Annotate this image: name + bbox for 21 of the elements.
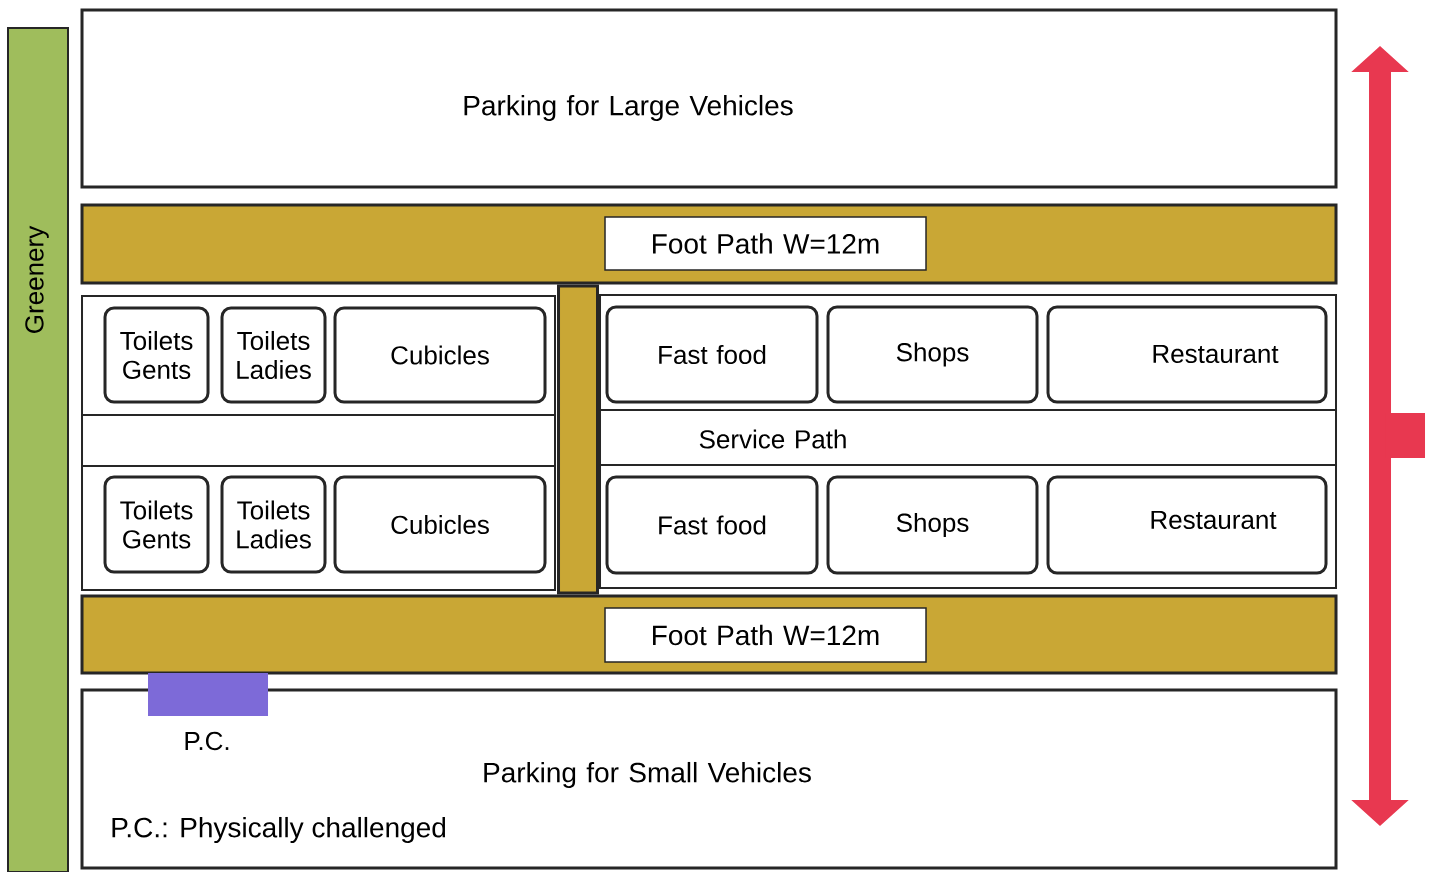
- greenery-strip: Greenery: [7, 27, 69, 872]
- marker-caption: P.C.: [185, 731, 229, 751]
- stall-box: Toilets Ladies: [220, 306, 327, 404]
- pc-marker: [148, 673, 268, 716]
- stall-box: Toilets Gents: [103, 306, 210, 404]
- service-path: Service Path: [599, 409, 1337, 466]
- stall-box: Restaurant: [1046, 305, 1328, 404]
- stall-box: Toilets Ladies: [220, 475, 327, 574]
- footpath-band: [557, 284, 599, 595]
- block-outline: [81, 414, 556, 467]
- stall-box: Toilets Gents: [103, 475, 210, 574]
- parking-area: Parking for Large Vehicles: [80, 8, 1338, 189]
- stall-box: Shops: [826, 305, 1039, 404]
- stall-box: Fast food: [605, 475, 819, 575]
- stall-box: Shops: [826, 475, 1039, 575]
- stall-box: Restaurant: [1046, 475, 1328, 575]
- footpath-label: Foot Path W=12m: [604, 216, 927, 271]
- stall-box: Cubicles: [333, 475, 547, 574]
- stall-box: Fast food: [605, 305, 819, 404]
- footpath-label: Foot Path W=12m: [604, 607, 927, 663]
- stall-box: Cubicles: [333, 306, 547, 404]
